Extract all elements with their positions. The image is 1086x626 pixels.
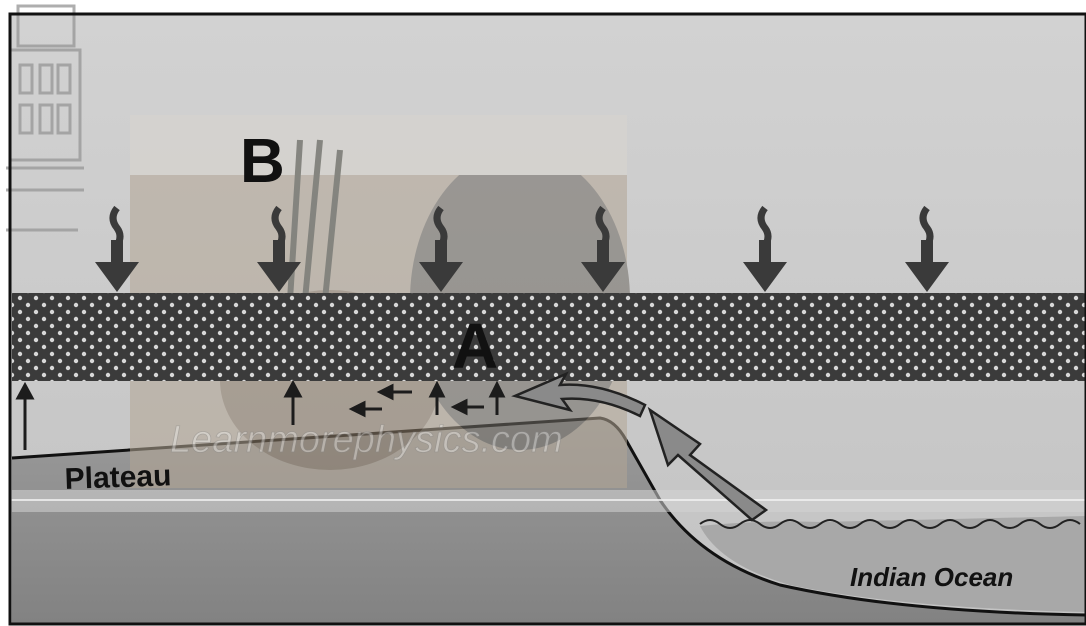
label-plateau: Plateau [64, 459, 172, 496]
haze-band [12, 293, 1086, 381]
label-indian-ocean: Indian Ocean [850, 562, 1013, 592]
label-b: B [240, 127, 285, 196]
label-a: A [452, 310, 498, 382]
watermark: Learnmorephysics.com [170, 419, 563, 461]
